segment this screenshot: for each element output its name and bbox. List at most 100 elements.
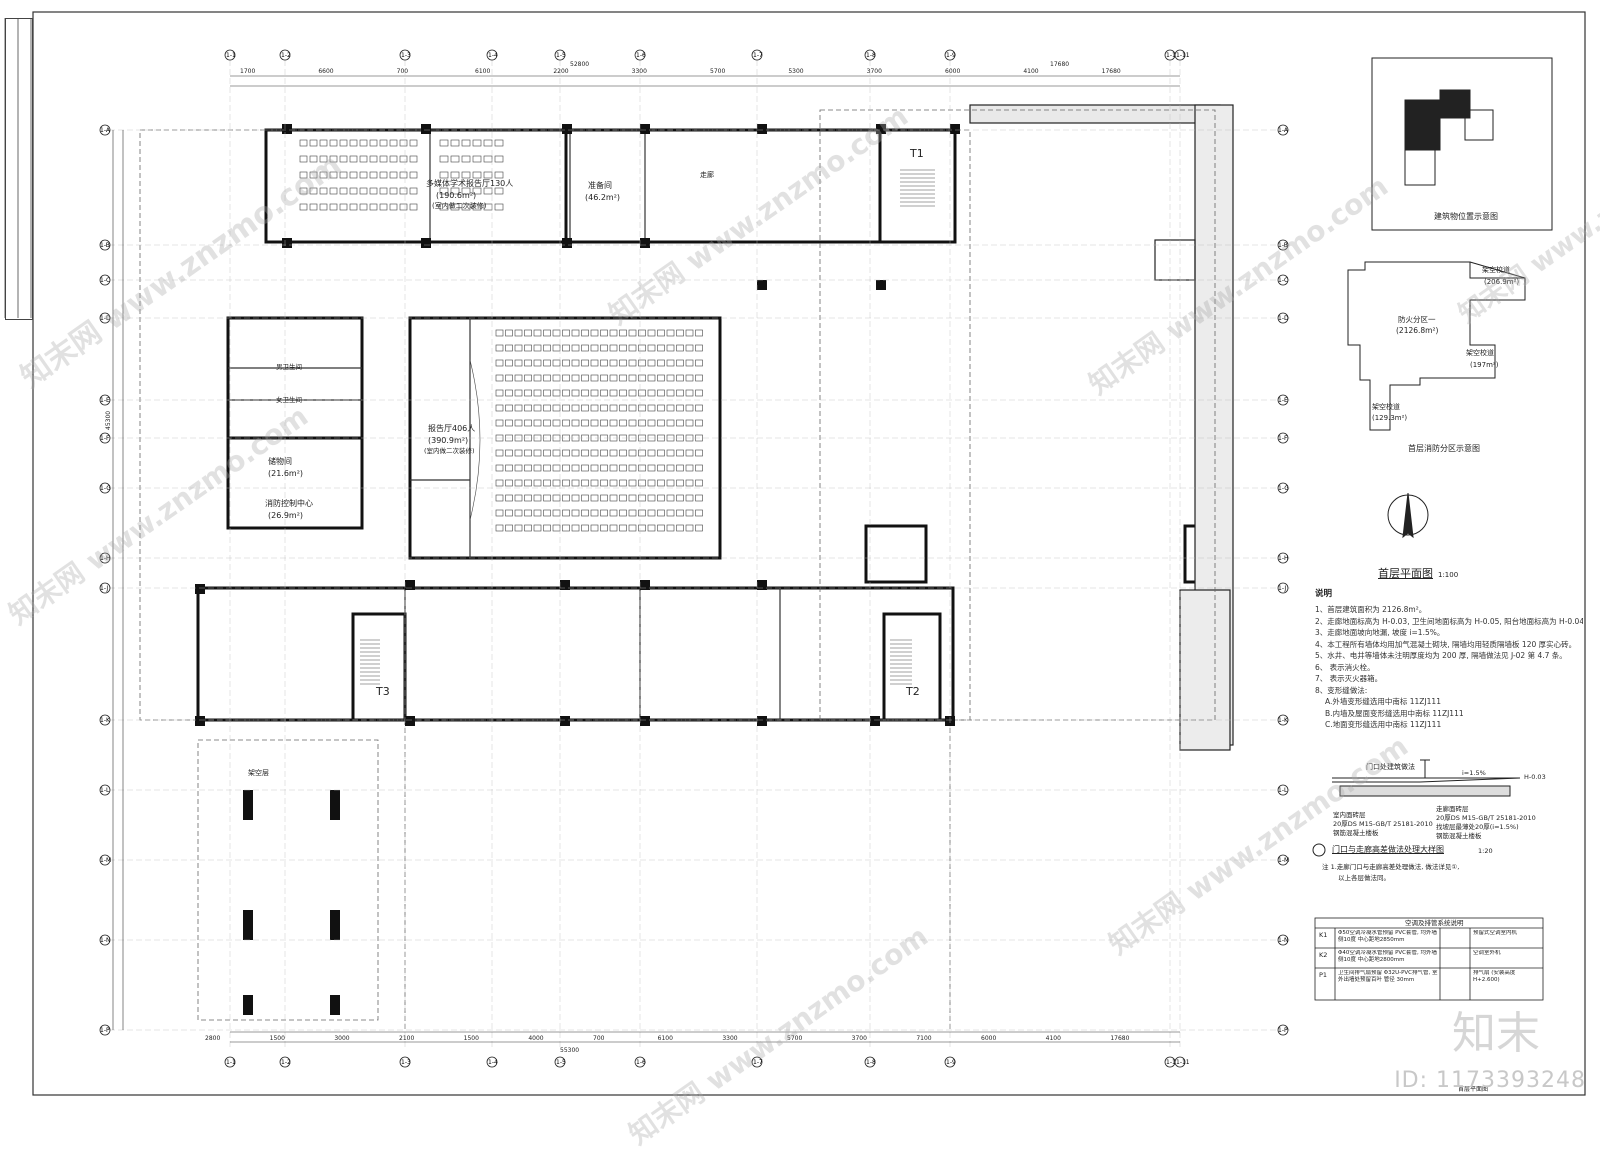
void-label: 架空层 <box>248 769 269 777</box>
auditorium-seat <box>514 389 523 397</box>
firezone-zone1-area: (2126.8m²) <box>1396 326 1439 335</box>
grid-row-label: 1-D <box>1278 315 1289 322</box>
grid-bubble <box>99 934 111 946</box>
auditorium-seat <box>676 509 684 517</box>
auditorium-seat <box>619 449 627 457</box>
grid-bubble <box>1277 582 1289 594</box>
firezone-void2: 架空校道 <box>1466 349 1494 357</box>
auditorium-seat <box>600 359 608 367</box>
lecture-seat <box>349 155 358 163</box>
grid-col-label: 1-6 <box>636 1059 646 1066</box>
grid-row-label: 1-M <box>1278 857 1289 864</box>
grid-bubble <box>486 1056 498 1068</box>
auditorium-seat <box>495 329 504 337</box>
lecture-seat <box>379 187 388 195</box>
auditorium-seat <box>571 344 580 352</box>
auditorium-seat <box>657 419 665 427</box>
grid-col-label: 1-8 <box>866 52 876 59</box>
auditorium-seat <box>552 404 561 412</box>
auditorium-seat <box>495 524 504 532</box>
grid-bubble <box>634 49 646 61</box>
grid-bubble <box>99 124 111 136</box>
lecture-seat <box>472 203 482 211</box>
title-block <box>5 18 33 320</box>
dimension-left-total: 45300 <box>105 411 112 430</box>
grid-row-label: 1-A <box>1278 127 1289 134</box>
lecture-seat <box>369 171 378 179</box>
lecture-seat <box>339 171 348 179</box>
auditorium-seat <box>505 374 513 382</box>
grid-row-label: 1-H <box>1278 555 1289 562</box>
lecture-seat <box>319 171 328 179</box>
dimension-bottom-text: 17680 <box>1110 1035 1129 1042</box>
lecture-seat <box>483 171 493 179</box>
grid-bubble <box>99 274 111 286</box>
auditorium-seat <box>638 329 646 337</box>
grid-bubble <box>1277 312 1289 324</box>
auditorium-seat <box>695 524 703 532</box>
auditorium-seat <box>600 404 608 412</box>
lecture-seat <box>389 187 398 195</box>
auditorium-seat <box>628 509 637 517</box>
auditorium-seat <box>533 494 542 502</box>
auditorium-seat <box>619 329 627 337</box>
auditorium-seat <box>600 329 608 337</box>
lecture-seat <box>461 171 471 179</box>
stair-t3-label: T3 <box>376 685 390 698</box>
walls <box>196 128 1227 722</box>
grid-bubble <box>751 49 763 61</box>
auditorium-seat <box>619 374 627 382</box>
auditorium-seat <box>543 374 551 382</box>
lecture-seat <box>379 171 388 179</box>
auditorium-seat <box>524 449 532 457</box>
auditorium-seat <box>638 479 646 487</box>
dimension-top-text: 5300 <box>788 68 803 75</box>
auditorium-seat <box>571 329 580 337</box>
auditorium-seat <box>647 524 656 532</box>
auditorium-seat <box>600 344 608 352</box>
grid-bubble <box>224 1056 236 1068</box>
auditorium-seat <box>505 404 513 412</box>
grid-bubble <box>864 49 876 61</box>
auditorium-seat <box>590 449 599 457</box>
auditorium-seat <box>676 344 684 352</box>
auditorium-seat <box>495 449 504 457</box>
firezone-zone1: 防火分区一 <box>1398 315 1436 324</box>
lecture-seat <box>483 187 493 195</box>
auditorium-seat <box>657 524 665 532</box>
grid-row-label: 1-N <box>100 937 110 944</box>
legend-symbol: 排气扇 (安装高度H+2.600) <box>1473 970 1516 983</box>
auditorium-seat <box>676 419 684 427</box>
auditorium-seat <box>562 449 570 457</box>
grid-bubble <box>99 482 111 494</box>
room-lecture-area: (190.6m²) <box>436 191 477 200</box>
lecture-seat <box>299 187 308 195</box>
grid-col-label: 1-5 <box>556 1059 566 1066</box>
auditorium-seat <box>581 389 589 397</box>
auditorium-seating <box>469 329 703 532</box>
detail-note: 注 1.走廊门口与走廊高差处理做法, 做法详见①, <box>1322 863 1460 871</box>
auditorium-seat <box>514 359 523 367</box>
room-storage-area: (21.6m²) <box>268 469 304 478</box>
auditorium-seat <box>514 524 523 532</box>
stage-edge <box>469 359 481 521</box>
auditorium-seat <box>638 359 646 367</box>
detail-note2: 以上各层做法同。 <box>1338 874 1390 882</box>
grid-row-label: 1-N <box>1278 937 1288 944</box>
grid-row-label: 1-L <box>1278 787 1288 794</box>
grid-row-label: 1-L <box>100 787 110 794</box>
auditorium-seat <box>666 374 675 382</box>
auditorium-seat <box>600 524 608 532</box>
lecture-seat <box>439 203 449 211</box>
auditorium-seat <box>543 404 551 412</box>
lecture-seat <box>472 139 482 147</box>
auditorium-seat <box>571 464 580 472</box>
auditorium-seat <box>581 344 589 352</box>
auditorium-seat <box>676 374 684 382</box>
firezone-void1-area: (206.9m²) <box>1484 278 1520 286</box>
firezone-sketch <box>1347 261 1526 431</box>
auditorium-seat <box>495 404 504 412</box>
auditorium-seat <box>609 404 618 412</box>
auditorium-seat <box>562 344 570 352</box>
room-prep-area: (46.2m²) <box>585 193 621 202</box>
